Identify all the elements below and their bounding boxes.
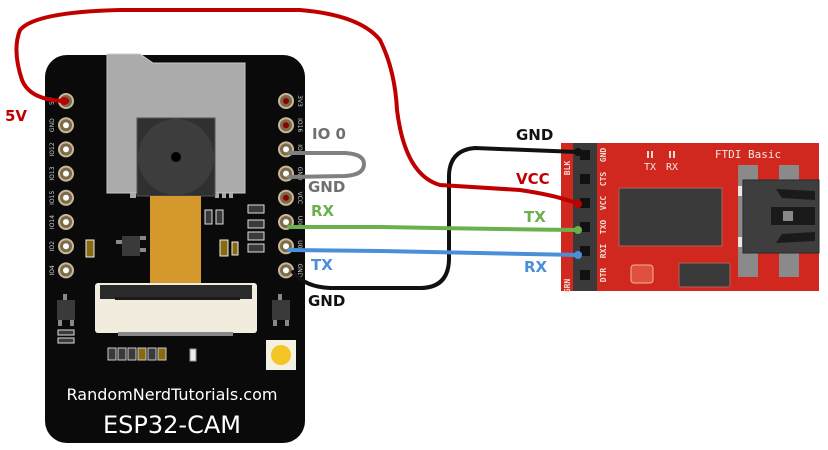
label-ftdi-gnd: GND xyxy=(516,126,553,144)
header-pin-gnd: GND xyxy=(49,117,74,134)
pin-label: U0R xyxy=(296,216,303,228)
header-pin-io13: IO13 xyxy=(49,165,74,182)
wire-rx-txo xyxy=(287,225,580,232)
pin-label: IO2 xyxy=(49,241,56,251)
label-ftdi-tx: TX xyxy=(524,208,546,226)
ftdi-pin-label: DTR xyxy=(599,268,608,283)
header-pin-vcc: VCC xyxy=(278,189,303,206)
pin-label: IO16 xyxy=(296,118,303,132)
rx-led-icon xyxy=(669,151,675,158)
ftdi-pin-label: GND xyxy=(599,148,608,163)
label-io0: IO 0 xyxy=(312,125,346,143)
ftdi-pin-label: VCC xyxy=(599,196,608,211)
regulator-chip xyxy=(678,262,731,288)
header-pin-io15: IO15 xyxy=(49,189,74,206)
ftdi-pin-gnd: GND xyxy=(580,148,608,163)
label-gnd-jumper: GND xyxy=(308,178,345,196)
ftdi-pin-rxi: RXI xyxy=(580,244,608,259)
wire-gnd xyxy=(291,145,580,290)
tx-led-label: TX xyxy=(644,162,656,173)
pin-label: U0T xyxy=(296,240,303,252)
pin-label: IO13 xyxy=(49,166,56,180)
ftdi-chip xyxy=(618,187,723,247)
label-5v: 5V xyxy=(5,107,27,125)
pin-label: 3V3 xyxy=(296,95,303,107)
wire-5v-vcc xyxy=(14,8,580,206)
ftdi-pin-label: TXO xyxy=(599,220,608,235)
ftdi-pin-dtr: DTR xyxy=(580,268,608,283)
smd-components xyxy=(57,204,290,362)
header-pin-3v3: 3V3 xyxy=(278,93,303,109)
side-label-blk: BLK xyxy=(563,161,572,176)
pin-label: GND xyxy=(296,264,303,278)
ftdi-board-name: FTDI Basic xyxy=(715,148,781,161)
pin-label: IO15 xyxy=(49,191,56,205)
header-pin-io2: IO2 xyxy=(49,238,74,255)
label-esp-rx: RX xyxy=(311,202,335,220)
pin-label: IO4 xyxy=(49,265,56,275)
wire-tx-rxi xyxy=(287,248,580,257)
side-label-grn: GRN xyxy=(563,279,572,294)
pin-label: IO14 xyxy=(49,215,56,229)
ftdi-basic-board: GND CTS VCC TXO RXI DTR BLK GRN TX RX FTDI Ba… xyxy=(561,143,820,294)
header-pin-io14: IO14 xyxy=(49,214,74,230)
ftdi-pin-label: RXI xyxy=(599,244,608,259)
power-led xyxy=(630,264,654,284)
ftdi-header-pins: GND CTS VCC TXO RXI DTR xyxy=(580,148,608,283)
header-pin-io16: IO16 xyxy=(278,117,303,134)
ftdi-pin-txo: TXO xyxy=(580,220,608,235)
connector-teeth xyxy=(115,297,240,336)
mini-usb-connector xyxy=(738,165,820,277)
website-label: RandomNerdTutorials.com xyxy=(67,385,278,404)
ftdi-pin-cts: CTS xyxy=(580,172,608,187)
rx-led-label: RX xyxy=(666,162,678,173)
label-ftdi-vcc: VCC xyxy=(516,170,550,188)
ftdi-header xyxy=(573,143,597,291)
wire-io0-gnd-jumper xyxy=(287,151,367,179)
label-esp-gnd: GND xyxy=(308,292,345,310)
wires xyxy=(14,8,582,290)
board-name-label: ESP32-CAM xyxy=(103,411,241,439)
ftdi-pin-vcc: VCC xyxy=(580,196,608,211)
pin-label: IO12 xyxy=(49,142,56,156)
pin-label: IO0 xyxy=(296,144,303,154)
ftdi-pin-label: CTS xyxy=(599,172,608,187)
label-esp-tx: TX xyxy=(311,256,333,274)
pin-label: VCC xyxy=(296,192,303,204)
header-pin-io12: IO12 xyxy=(49,141,74,158)
esp32-cam-board: RandomNerdTutorials.com ESP32-CAM 5VGNDI… xyxy=(45,53,305,443)
pin-label: GND xyxy=(49,118,56,132)
camera-ribbon-cable xyxy=(150,196,201,284)
header-pin-gnd: GND xyxy=(278,262,303,279)
tx-led-icon xyxy=(647,151,653,158)
header-pin-io4: IO4 xyxy=(49,262,74,279)
label-ftdi-rx: RX xyxy=(524,258,548,276)
pin-label: GND xyxy=(296,167,303,181)
